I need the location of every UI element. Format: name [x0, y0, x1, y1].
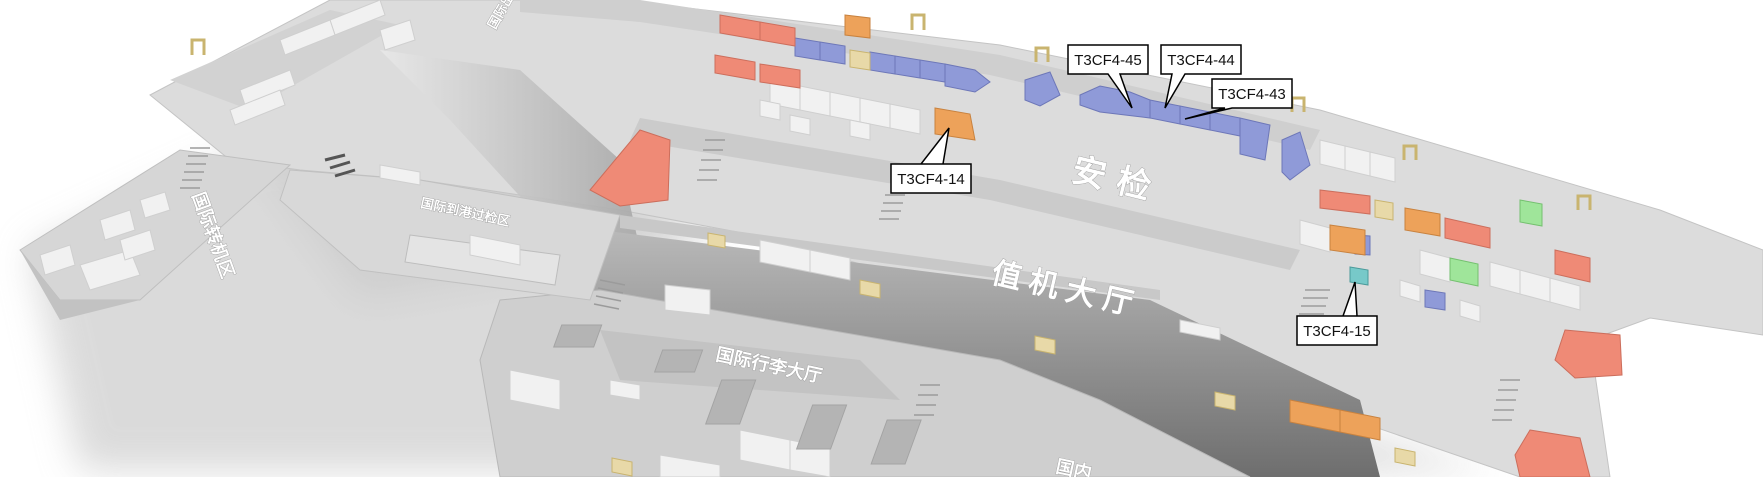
- service-units: [611, 49, 1416, 477]
- callout-label-t3cf4-14: T3CF4-14: [897, 171, 965, 188]
- stair-7: [914, 384, 940, 416]
- callouts: T3CF4-45 T3CF4-44 T3CF4-43 T3CF4-14 T3CF…: [890, 44, 1378, 346]
- callout-label-t3cf4-15: T3CF4-15: [1303, 323, 1371, 340]
- stair-2: [697, 139, 725, 181]
- stair-5: [1299, 289, 1330, 315]
- stair-4: [593, 279, 626, 310]
- stairs: [180, 139, 1520, 421]
- callout-t3cf4-43[interactable]: T3CF4-43: [1184, 78, 1293, 120]
- stair-6: [1492, 379, 1520, 421]
- callout-t3cf4-45[interactable]: T3CF4-45: [1067, 44, 1149, 109]
- baggage-floor: [479, 289, 1251, 477]
- teal-unit: [1349, 266, 1369, 286]
- retail-units: [589, 14, 1623, 477]
- stair-3: [879, 194, 905, 220]
- callout-t3cf4-15[interactable]: T3CF4-15: [1296, 281, 1378, 346]
- stair-1: [180, 147, 210, 189]
- callout-t3cf4-44[interactable]: T3CF4-44: [1160, 44, 1242, 109]
- green-units: [1449, 199, 1543, 287]
- baggage-carousels: [553, 324, 922, 465]
- food-units: [844, 14, 1441, 441]
- callout-label-t3cf4-44: T3CF4-44: [1167, 52, 1235, 69]
- escalator: [324, 153, 356, 178]
- callout-t3cf4-14[interactable]: T3CF4-14: [890, 127, 972, 194]
- callout-label-t3cf4-45: T3CF4-45: [1074, 52, 1142, 69]
- callout-label-t3cf4-43: T3CF4-43: [1218, 86, 1286, 103]
